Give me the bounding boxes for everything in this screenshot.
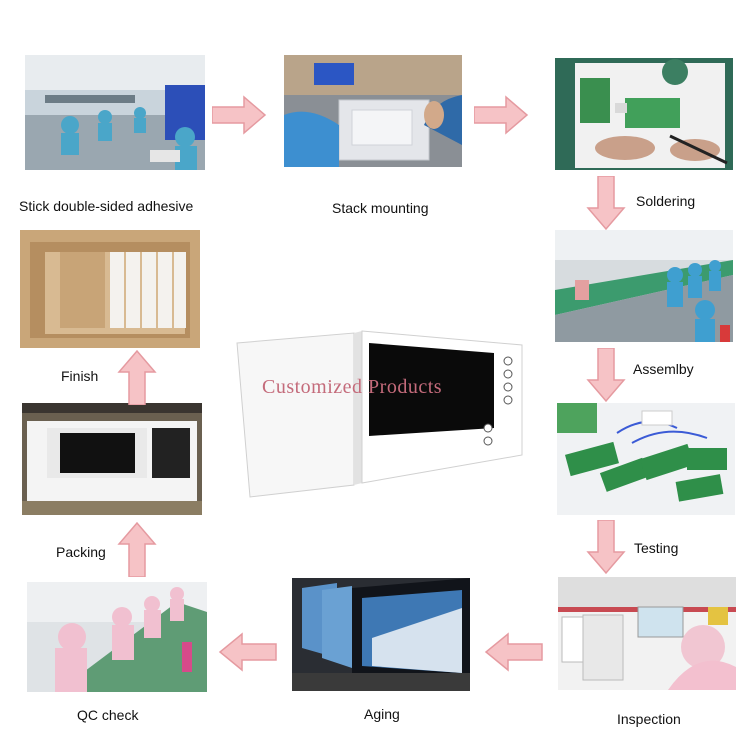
step-label-finish: Finish (61, 368, 99, 384)
step-label-testing: Testing (634, 540, 679, 556)
step-label-stick-adhesive: Stick double-sided adhesive (19, 198, 194, 214)
step-label-assembly: Assemlby (633, 361, 694, 377)
video-brochure-image (236, 330, 523, 498)
step-label-qc-check: QC check (77, 707, 139, 723)
step-label-stack-mounting: Stack mounting (332, 200, 429, 216)
arrow-down-2 (586, 348, 626, 403)
photo-testing (557, 403, 735, 515)
photo-qc-check (27, 582, 207, 692)
arrow-left-2 (218, 632, 277, 672)
photo-soldering (555, 58, 733, 170)
arrow-left-1 (484, 632, 543, 672)
customized-products-text: Customized Products (262, 376, 443, 398)
arrow-up-1 (117, 522, 157, 577)
photo-stack-mounting (284, 55, 462, 167)
step-label-aging: Aging (364, 706, 400, 722)
photo-inspection (558, 577, 736, 690)
photo-stick-adhesive (25, 55, 205, 170)
arrow-down-1 (586, 176, 626, 231)
photo-packing (22, 403, 202, 515)
arrow-right-2 (474, 95, 529, 135)
photo-aging (292, 578, 470, 691)
photo-finish (20, 230, 200, 348)
photo-assembly (555, 230, 733, 342)
step-label-inspection: Inspection (617, 711, 681, 727)
arrow-down-3 (586, 520, 626, 575)
arrow-right-1 (212, 95, 267, 135)
step-label-packing: Packing (56, 544, 106, 560)
arrow-up-2 (117, 350, 157, 405)
step-label-soldering: Soldering (636, 193, 696, 209)
